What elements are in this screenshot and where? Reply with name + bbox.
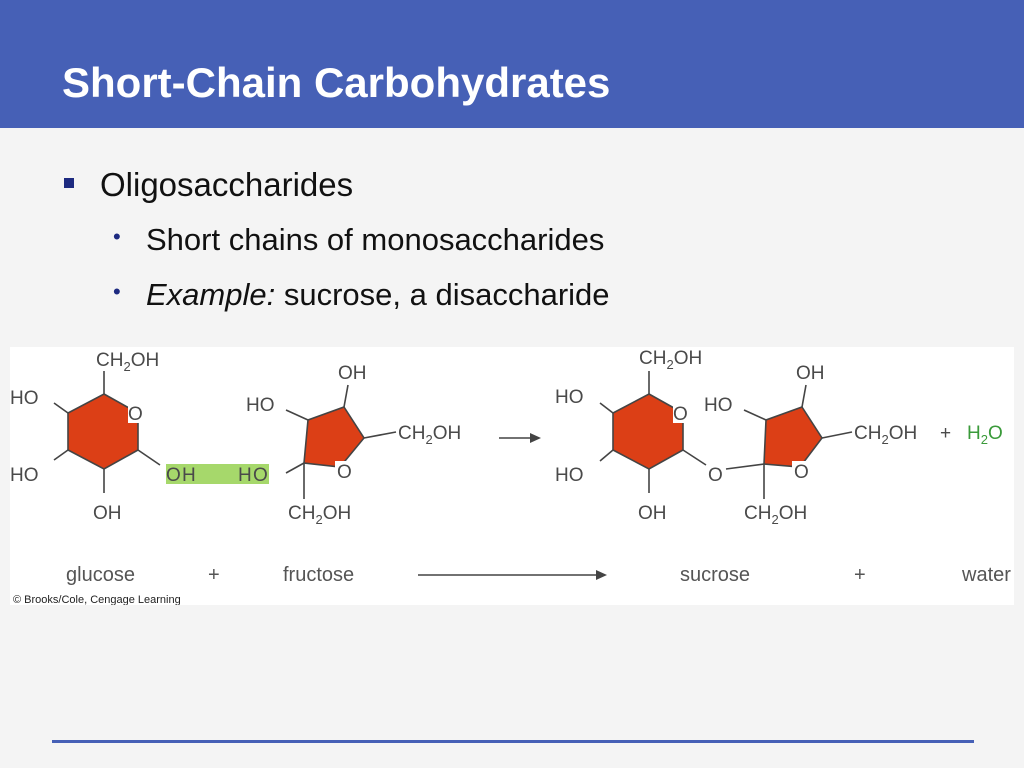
glucose-ring-oxygen-label: O [128, 404, 143, 425]
title-bar [0, 0, 1024, 128]
sucrose-fructose-ring-icon [763, 406, 823, 468]
fructose-c1-label: CH2OH [288, 503, 351, 527]
glucose-c2-oh-label: OH [93, 503, 122, 524]
water-name: water [961, 564, 1011, 586]
glycosidic-oxygen-label: O [708, 465, 723, 486]
fructose-c2-oxygen-label: O [253, 465, 268, 486]
sucrose-c4-ho-label: HO [555, 387, 584, 408]
glucose-c1-h-label: H [182, 465, 196, 486]
fructose-c4-ho-label: HO [246, 395, 275, 416]
sucrose-fructose-c6-label: CH2OH [854, 423, 917, 447]
bullet-example: Example: sucrose, a disaccharide [146, 277, 610, 313]
water-formula-label: H2O [967, 423, 1003, 447]
name-plus-2: + [854, 564, 866, 586]
dot-bullet-icon: • [113, 279, 121, 304]
sucrose-fructose-ring-oxygen-label: O [794, 462, 809, 483]
sucrose-reaction-diagram: CH2OH HO O HO O H OH OH HO CH2OH H O O C… [10, 347, 1014, 605]
fructose-c2-h-label: H [238, 465, 252, 486]
glucose-c3-ho-label: HO [10, 465, 39, 486]
sucrose-c2-oh-label: OH [638, 503, 667, 524]
fructose-c6-label: CH2OH [398, 423, 461, 447]
glucose-c4-ho-label: HO [10, 388, 39, 409]
sucrose-fructose-c1-label: CH2OH [744, 503, 807, 527]
bullet-short-chains: Short chains of monosaccharides [146, 222, 605, 257]
fructose-name: fructose [283, 564, 354, 586]
slide-title: Short-Chain Carbohydrates [62, 59, 611, 106]
footer-divider [52, 740, 974, 743]
arrow-head-icon [530, 433, 541, 443]
example-text: sucrose, a disaccharide [275, 277, 610, 312]
sucrose-c3-ho-label: HO [555, 465, 584, 486]
condensation-highlight [166, 464, 269, 484]
fructose-ring-oxygen-label: O [337, 462, 352, 483]
sucrose-glucose-ring-oxygen-label: O [673, 404, 688, 425]
example-label: Example: [146, 277, 276, 312]
fructose-ring-icon [303, 406, 365, 468]
sucrose-name: sucrose [680, 564, 750, 586]
glucose-name: glucose [66, 564, 135, 586]
arrow-head-icon [596, 570, 607, 580]
name-plus-1: + [208, 564, 220, 586]
square-bullet-icon [64, 178, 74, 188]
sucrose-fructose-ho-label: HO [704, 395, 733, 416]
bullet-oligosaccharides: Oligosaccharides [100, 166, 354, 203]
product-plus-label: + [940, 423, 951, 444]
glucose-c1-oxygen-label: O [166, 465, 181, 486]
reaction-svg: CH2OH HO O HO O H OH OH HO CH2OH H O O C… [10, 348, 1011, 605]
glucose-c6-label: CH2OH [96, 350, 159, 374]
image-credit: © Brooks/Cole, Cengage Learning [13, 594, 181, 605]
sucrose-fructose-oh-label: OH [796, 363, 825, 384]
dot-bullet-icon: • [113, 224, 121, 249]
fructose-c3-oh-label: OH [338, 363, 367, 384]
sucrose-c6-label: CH2OH [639, 348, 702, 372]
